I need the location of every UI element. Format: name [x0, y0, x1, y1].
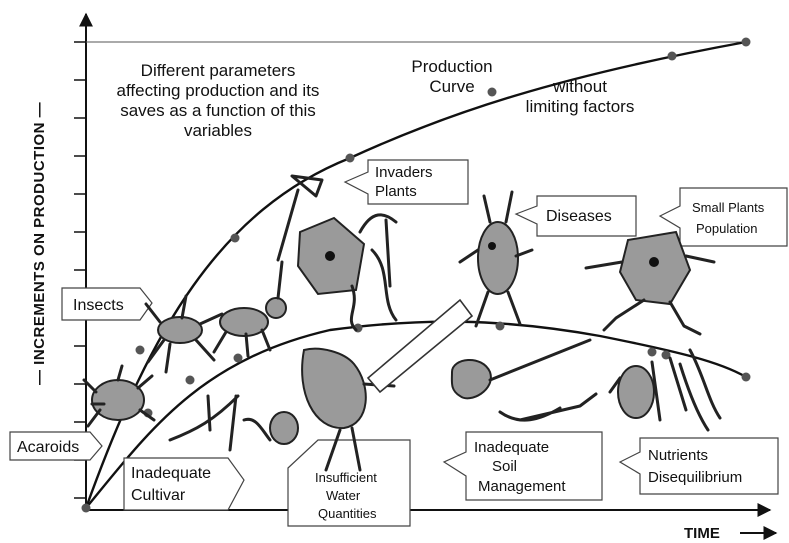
without-limiting-line: limiting factors	[526, 97, 635, 116]
x-axis-label: TIME	[684, 525, 720, 542]
callout-line: Insects	[73, 297, 124, 314]
production-curve-line: Production	[411, 57, 492, 76]
y-axis-ticks	[74, 42, 86, 498]
callout-line: Acaroids	[17, 439, 79, 456]
callout-acaroids: Acaroids	[10, 432, 102, 460]
callout-line: Nutrients	[648, 447, 708, 464]
callout-line: Inadequate	[474, 439, 549, 456]
small-plant-creature-icon	[586, 232, 714, 334]
production-curve-line: Curve	[429, 77, 474, 96]
invader-plant-creature-icon	[298, 215, 396, 330]
callout-line: Diseases	[546, 208, 612, 225]
callout-line: Disequilibrium	[648, 469, 742, 486]
callout-line: Inadequate	[131, 465, 211, 482]
callout-insects: Insects	[62, 288, 152, 320]
y-axis-label: — INCREMENTS ON PRODUCTION —	[31, 102, 48, 385]
soil-creature-icon	[452, 340, 596, 420]
curve-marker	[234, 354, 243, 363]
callout-line: Insufficient	[315, 470, 377, 485]
curve-marker	[496, 322, 505, 331]
curve-marker	[231, 234, 240, 243]
callout-line: Plants	[375, 183, 417, 200]
without-limiting-line: without	[552, 77, 607, 96]
parameters-note-line: Different parameters	[141, 61, 296, 80]
callout-diseases: Diseases	[516, 196, 636, 236]
callout-line: Soil	[492, 458, 517, 475]
curve-marker	[742, 38, 751, 47]
callout-inadequate-soil: Inadequate Soil Management	[444, 432, 602, 500]
callout-line: Population	[696, 221, 757, 236]
curve-marker	[668, 52, 677, 61]
callout-inadequate-cultivar: Inadequate Cultivar	[124, 458, 244, 510]
parameters-note: Different parameters affecting productio…	[117, 61, 320, 140]
parameters-note-line: variables	[184, 121, 252, 140]
curve-marker	[186, 376, 195, 385]
curve-marker	[648, 348, 657, 357]
callout-insufficient-water: Insufficient Water Quantities	[288, 440, 410, 526]
callout-line: Water	[326, 488, 361, 503]
callout-line: Small Plants	[692, 200, 765, 215]
curve-marker	[136, 346, 145, 355]
production-curve-label: Production Curve	[411, 57, 492, 96]
callout-line: Management	[478, 478, 566, 495]
callout-invaders-plants: Invaders Plants	[345, 160, 468, 204]
insect-creature-icon	[146, 296, 222, 372]
curve-marker	[346, 154, 355, 163]
callout-line: Cultivar	[131, 487, 186, 504]
parameters-note-line: affecting production and its	[117, 81, 320, 100]
callout-line: Quantities	[318, 506, 377, 521]
callout-small-plants-population: Small Plants Population	[660, 188, 787, 246]
without-limiting-label: without limiting factors	[526, 77, 635, 116]
curve-marker	[742, 373, 751, 382]
curve-marker	[488, 88, 497, 97]
curve-marker	[82, 504, 91, 513]
cultivar-plant-icon	[170, 396, 298, 450]
callout-line: Invaders	[375, 164, 433, 181]
nutrient-plant-creature-icon	[610, 350, 720, 430]
parameters-note-line: saves as a function of this	[120, 101, 316, 120]
acaroid-creature-icon	[84, 366, 154, 426]
callout-nutrients-disequilibrium: Nutrients Disequilibrium	[620, 438, 778, 494]
